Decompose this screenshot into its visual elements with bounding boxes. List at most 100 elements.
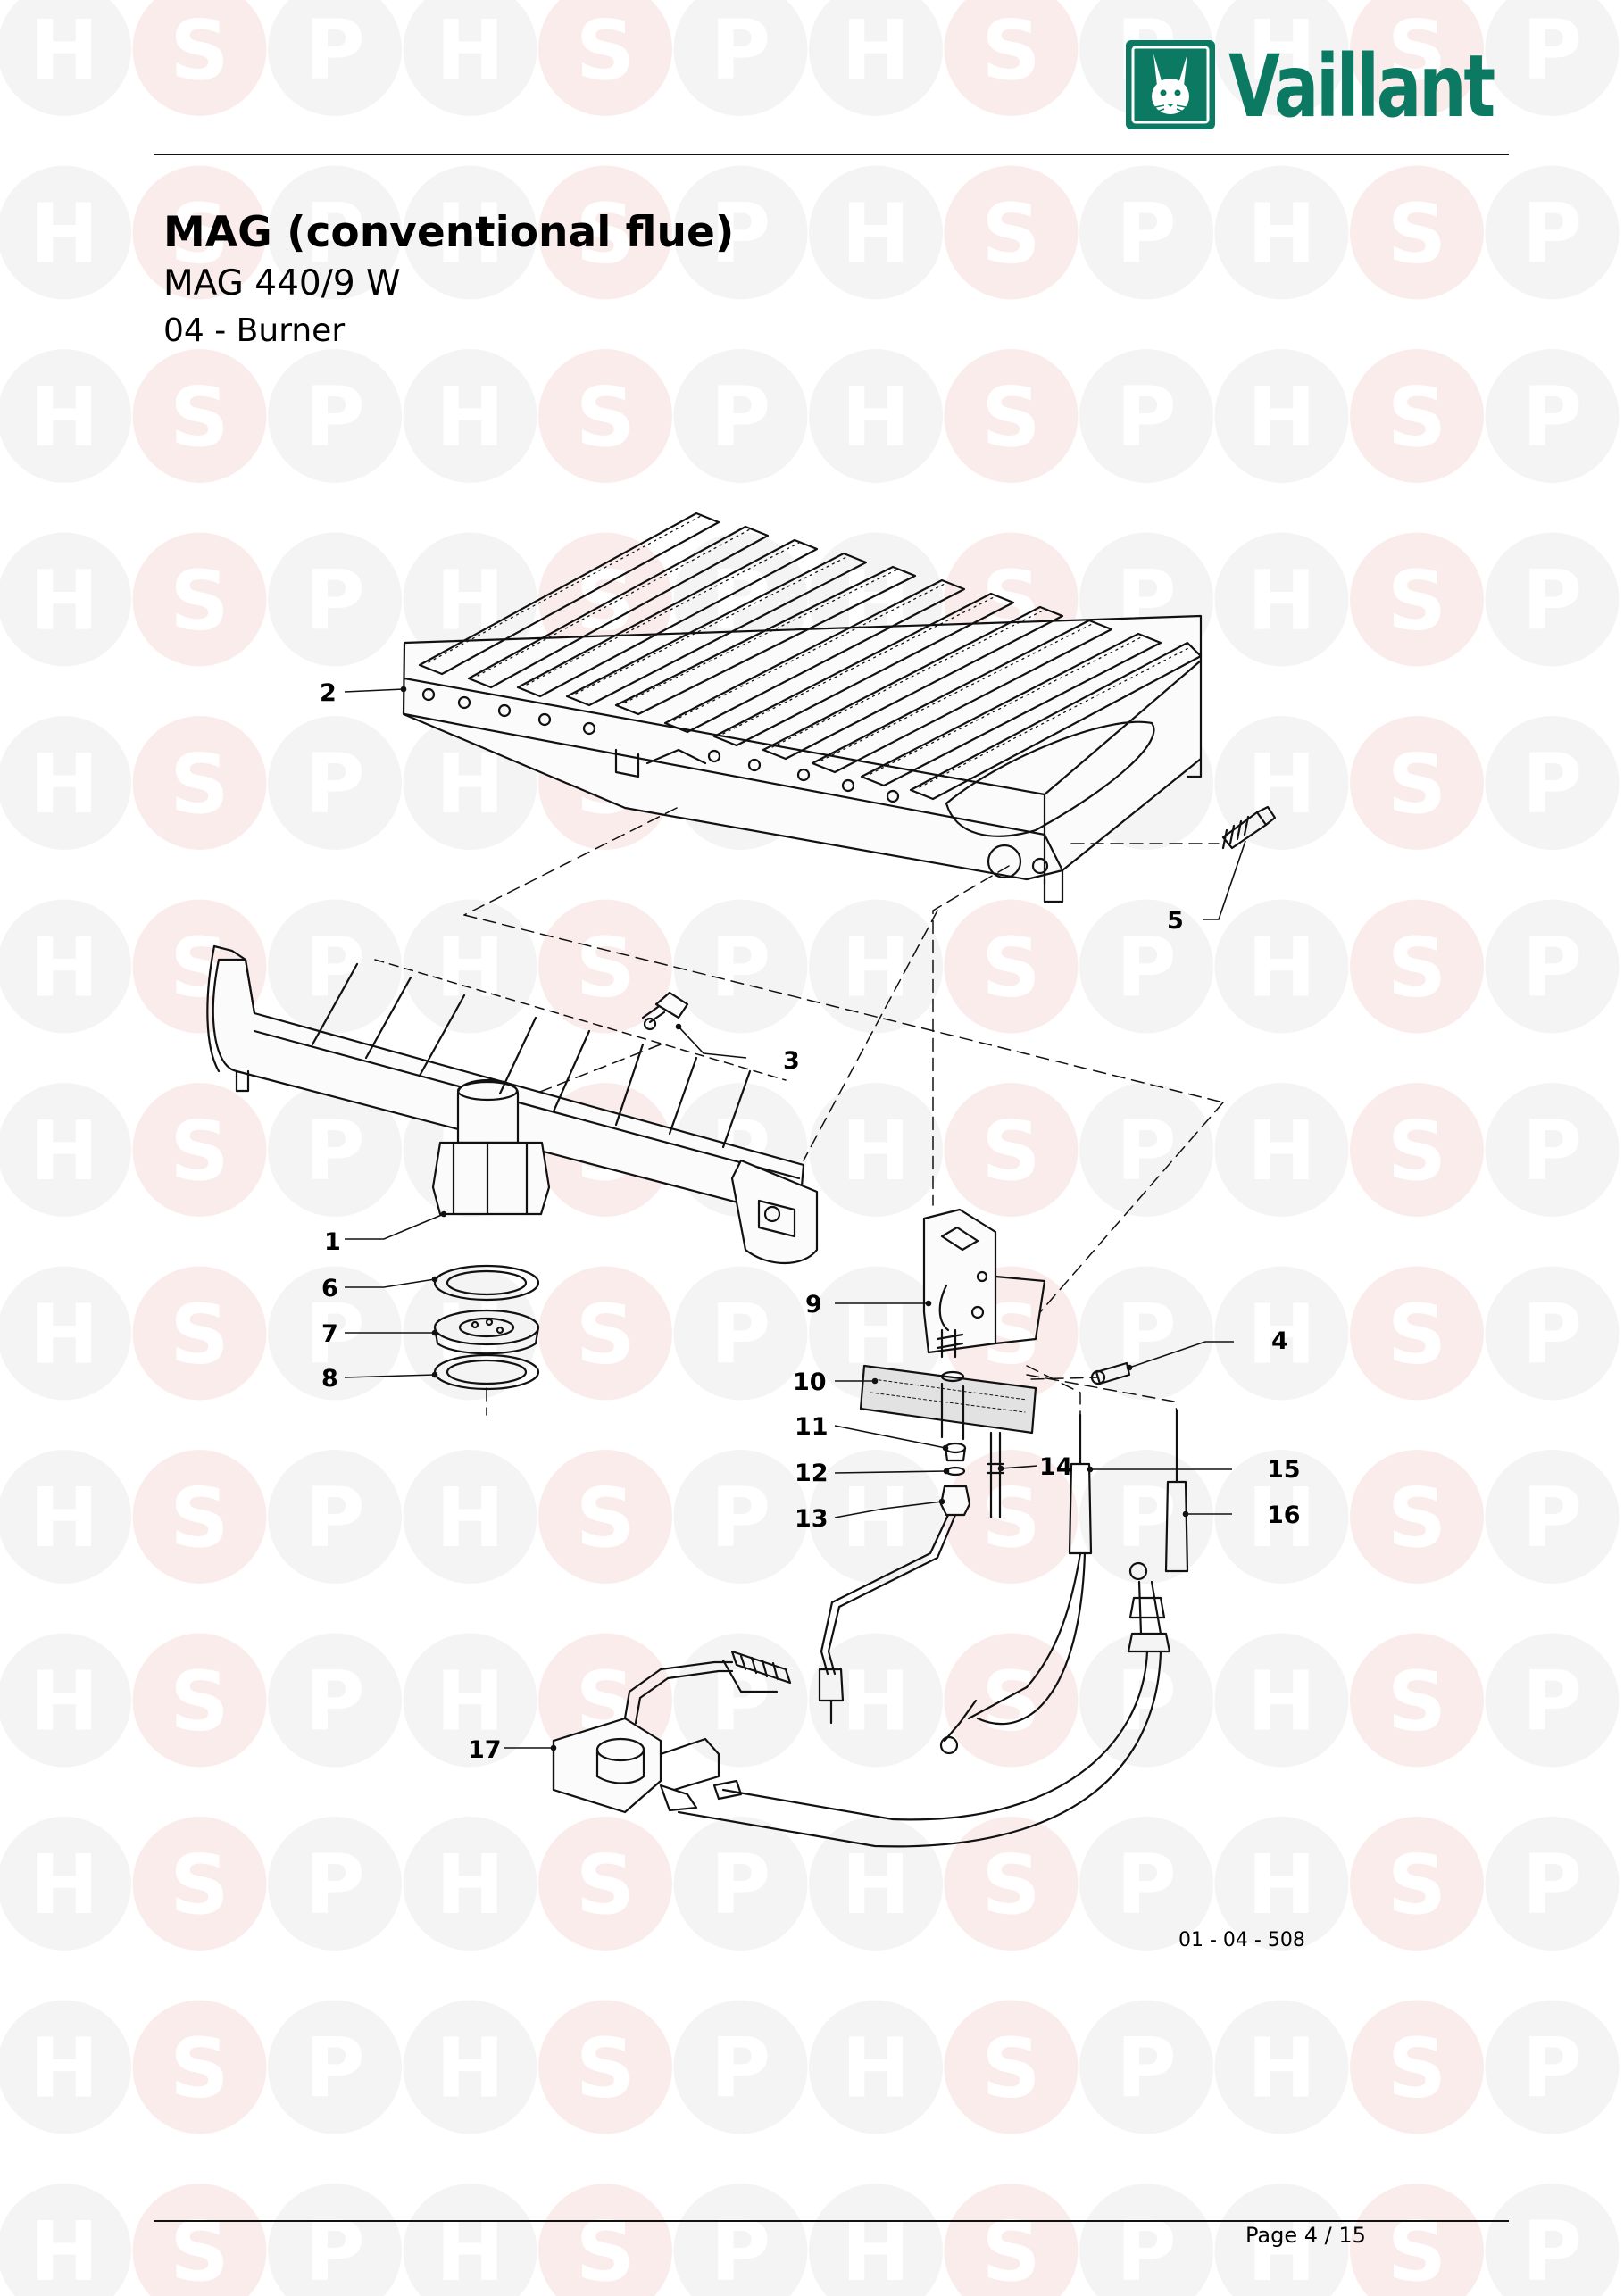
watermark-disc	[0, 532, 131, 667]
injector-3	[641, 991, 689, 1031]
watermark-disc	[268, 2000, 402, 2134]
watermark-disc	[1079, 2000, 1213, 2134]
watermark-disc	[809, 349, 943, 483]
watermark-disc	[538, 1266, 672, 1401]
watermark-disc	[809, 2000, 943, 2134]
watermark-disc	[1485, 1450, 1620, 1584]
watermark-letter: S	[981, 1654, 1040, 1750]
watermark-letter: H	[842, 2204, 911, 2296]
watermark-letter: P	[304, 187, 364, 282]
watermark-letter: S	[576, 2021, 635, 2117]
watermark-letter: P	[711, 1654, 770, 1750]
watermark-disc	[1079, 899, 1213, 1034]
watermark-disc	[1350, 349, 1484, 483]
watermark-letter: H	[30, 1103, 99, 1199]
watermark-letter: S	[170, 187, 229, 282]
watermark-disc	[1214, 165, 1349, 300]
watermark-letter: P	[1522, 1103, 1582, 1199]
watermark-letter: P	[711, 1287, 770, 1383]
watermark-disc	[132, 165, 267, 300]
watermark-letter: H	[30, 553, 99, 649]
watermark-letter: S	[576, 1837, 635, 1933]
watermark-disc	[132, 1083, 267, 1217]
watermark-letter: H	[842, 920, 911, 1016]
ignition-lead-15	[939, 1413, 1093, 1755]
watermark-disc	[1214, 1083, 1349, 1217]
watermark-letter: H	[842, 1470, 911, 1566]
watermark-letter: S	[1387, 1654, 1446, 1750]
watermark-letter: H	[436, 3, 504, 98]
watermark-letter: S	[170, 1837, 229, 1933]
watermark-letter: P	[1522, 370, 1582, 465]
seal-ring-8	[433, 1353, 540, 1391]
callout-4: 4	[1271, 1327, 1288, 1355]
watermark-disc	[673, 899, 808, 1034]
watermark-letter: P	[1116, 920, 1176, 1016]
watermark-letter: S	[576, 553, 635, 649]
watermark-disc	[403, 1633, 537, 1768]
callout-15: 15	[1267, 1456, 1301, 1484]
watermark-disc	[944, 1633, 1079, 1768]
watermark-letter: H	[842, 1837, 911, 1933]
watermark-disc	[944, 349, 1079, 483]
watermark-letter: P	[304, 1837, 364, 1933]
watermark-letter: S	[1387, 1287, 1446, 1383]
cable-loom	[677, 1551, 1162, 1848]
watermark-disc	[132, 1450, 267, 1584]
watermark-letter: S	[1387, 1470, 1446, 1566]
watermark-disc	[1350, 1083, 1484, 1217]
callout-2: 2	[320, 679, 337, 707]
watermark-letter: S	[1387, 736, 1446, 832]
watermark-letter: P	[1522, 1470, 1582, 1566]
watermark-letter: H	[30, 370, 99, 465]
watermark-disc	[1485, 2000, 1620, 2134]
watermark-letter: H	[30, 1287, 99, 1383]
page-number: Page 4 / 15	[1245, 2223, 1366, 2248]
watermark-disc	[809, 1817, 943, 1951]
assembly-lines	[463, 807, 1224, 1416]
watermark-disc	[1485, 899, 1620, 1034]
callout-9: 9	[805, 1291, 822, 1319]
watermark-letter: H	[1247, 1287, 1316, 1383]
callout-13: 13	[795, 1505, 829, 1533]
watermark-letter: S	[170, 736, 229, 832]
watermark-disc	[944, 1817, 1079, 1951]
watermark-disc	[268, 349, 402, 483]
watermark-disc	[268, 165, 402, 300]
watermark-disc	[538, 1450, 672, 1584]
watermark-disc	[1350, 1450, 1484, 1584]
watermark-disc	[673, 349, 808, 483]
watermark-disc	[1485, 1633, 1620, 1768]
watermark-letter: S	[170, 2204, 229, 2296]
watermark-letter: P	[711, 3, 770, 98]
seal-ring-6	[433, 1264, 540, 1302]
watermark-letter: S	[1387, 370, 1446, 465]
watermark-letter: P	[1116, 2021, 1176, 2117]
watermark-letter: S	[981, 2204, 1040, 2296]
watermark-disc	[673, 1817, 808, 1951]
flange-7	[433, 1309, 540, 1355]
watermark-letter: S	[170, 370, 229, 465]
watermark-disc	[1350, 2184, 1484, 2296]
watermark-letter: P	[1522, 3, 1582, 98]
watermark-disc	[1350, 165, 1484, 300]
watermark-disc	[809, 0, 943, 116]
hare-logo-icon	[1126, 40, 1215, 129]
watermark-disc	[1485, 1083, 1620, 1217]
watermark-letter: S	[1387, 1103, 1446, 1199]
watermark-disc	[268, 0, 402, 116]
watermark-letter: P	[304, 1654, 364, 1750]
watermark-disc	[1350, 532, 1484, 667]
watermark-disc	[0, 0, 131, 116]
watermark-letter: P	[1522, 1654, 1582, 1750]
watermark-disc	[809, 165, 943, 300]
watermark-letter: H	[30, 2204, 99, 2296]
callout-12: 12	[795, 1460, 829, 1487]
watermark-letter: H	[30, 1837, 99, 1933]
watermark-letter: S	[1387, 3, 1446, 98]
watermark-disc	[403, 532, 537, 667]
watermark-letter: P	[304, 2204, 364, 2296]
watermark-letter: H	[1247, 553, 1316, 649]
